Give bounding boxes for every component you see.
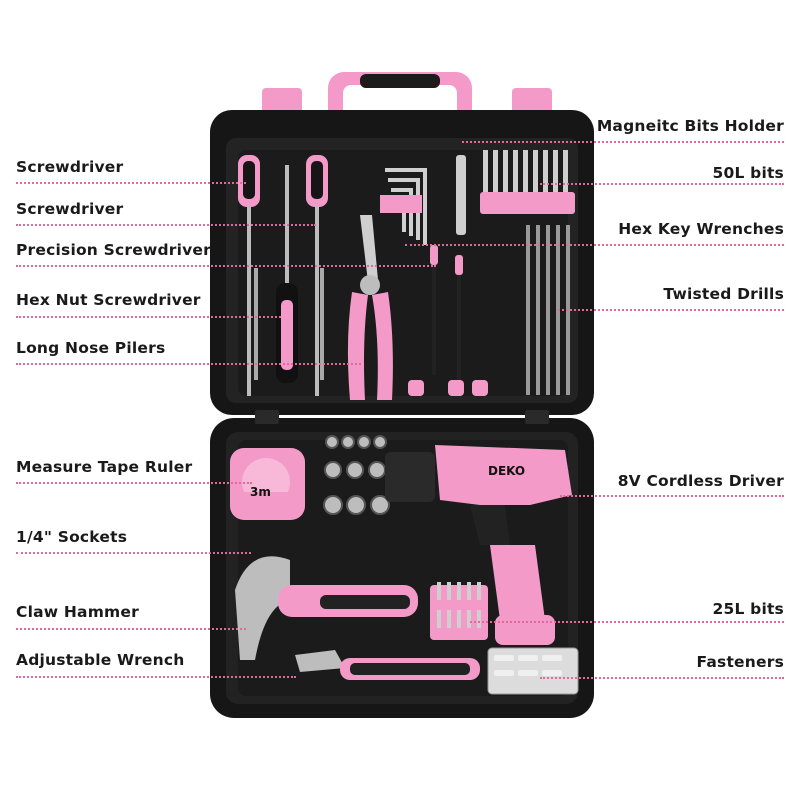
leader-fasteners <box>540 677 784 679</box>
leader-screwdriver-2 <box>16 224 316 226</box>
label-adjustable-wrench: Adjustable Wrench <box>16 651 185 669</box>
screwdriver-2-illustration <box>306 155 328 396</box>
leader-screwdriver-1 <box>16 182 246 184</box>
label-screwdriver-1: Screwdriver <box>16 158 124 176</box>
label-measure-tape: Measure Tape Ruler <box>16 458 193 476</box>
label-precision-screwdriver: Precision Screwdriver <box>16 241 211 259</box>
sockets-illustration <box>323 435 390 515</box>
fasteners-illustration <box>487 647 579 695</box>
label-hex-nut-screwdriver: Hex Nut Screwdriver <box>16 291 201 309</box>
leader-twisted-drills <box>558 309 784 311</box>
leader-sockets <box>16 552 251 554</box>
bits-25l-illustration <box>430 582 488 640</box>
driver-brand-text: DEKO <box>488 464 525 478</box>
leader-precision-screwdriver <box>16 265 436 267</box>
leader-long-nose-pliers <box>16 363 361 365</box>
leader-claw-hammer <box>16 628 246 630</box>
measure-tape-illustration: 3m <box>230 448 305 520</box>
claw-hammer-illustration <box>235 556 418 660</box>
leader-bits-holder <box>462 141 784 143</box>
tape-marking-text: 3m <box>250 485 271 499</box>
leader-measure-tape <box>16 482 252 484</box>
bits-holder-illustration <box>456 150 575 235</box>
leader-bits-50l <box>540 183 784 185</box>
label-fasteners: Fasteners <box>696 653 784 671</box>
label-sockets: 1/4" Sockets <box>16 528 128 546</box>
label-long-nose-pliers: Long Nose Pilers <box>16 339 166 357</box>
adjustable-wrench-illustration <box>295 650 480 680</box>
label-twisted-drills: Twisted Drills <box>663 285 784 303</box>
leader-cordless-driver <box>560 495 784 497</box>
label-bits-50l: 50L bits <box>712 164 784 182</box>
label-cordless-driver: 8V Cordless Driver <box>617 472 784 490</box>
leader-hex-keys <box>405 244 784 246</box>
cordless-driver-illustration: DEKO <box>385 445 572 645</box>
leader-hex-nut-screwdriver <box>16 316 281 318</box>
label-bits-holder: Magneitc Bits Holder <box>596 117 784 135</box>
leader-adjustable-wrench <box>16 676 296 678</box>
label-hex-keys: Hex Key Wrenches <box>618 220 784 238</box>
leader-bits-25l <box>470 621 784 623</box>
screwdriver-1-illustration <box>238 155 260 396</box>
precision-screwdrivers-illustration <box>408 245 488 396</box>
label-claw-hammer: Claw Hammer <box>16 603 139 621</box>
hex-key-wrenches-illustration <box>380 168 427 245</box>
label-screwdriver-2: Screwdriver <box>16 200 124 218</box>
label-bits-25l: 25L bits <box>712 600 784 618</box>
